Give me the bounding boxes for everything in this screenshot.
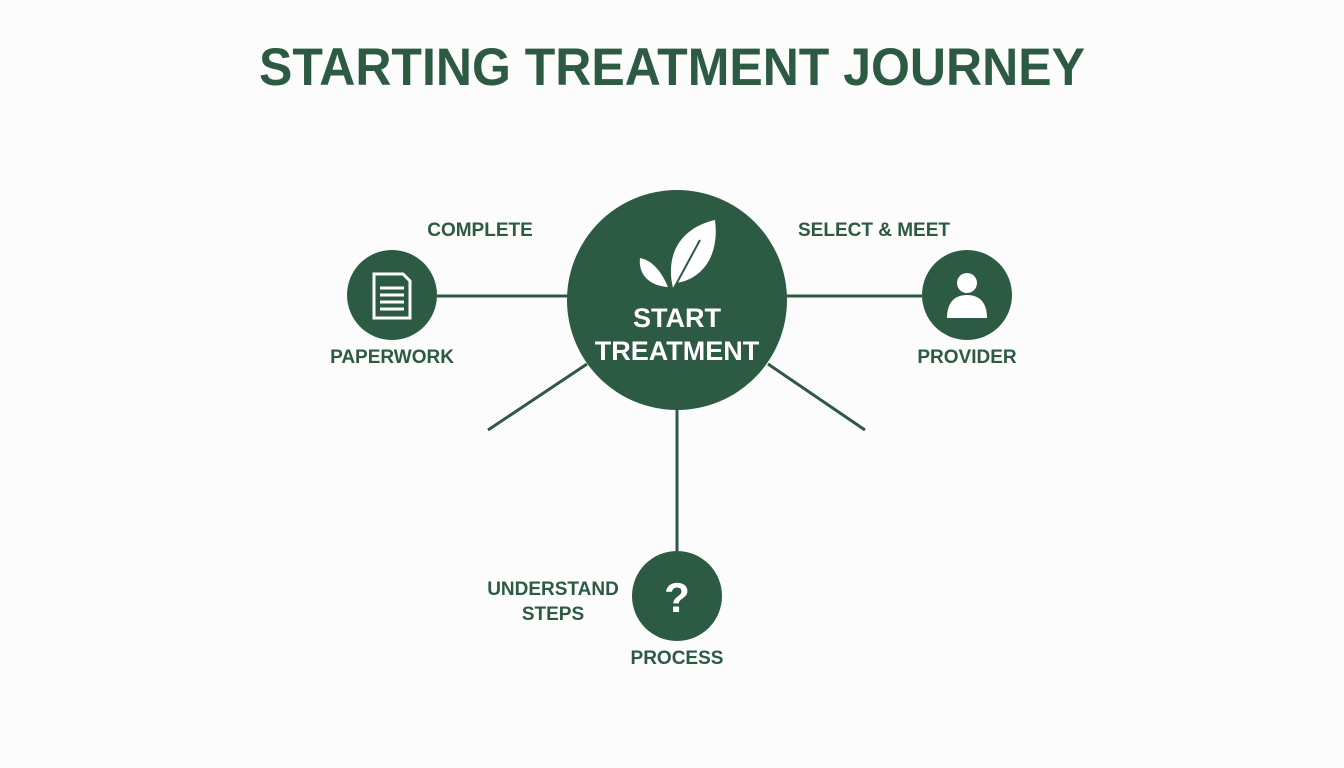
paperwork-top-label: COMPLETE xyxy=(427,220,533,241)
connector-left-diagonal xyxy=(487,362,588,432)
diagram-title: STARTING TREATMENT JOURNEY xyxy=(259,37,1085,97)
question-icon: ? xyxy=(664,574,690,621)
process-side-label-2: STEPS xyxy=(521,604,585,625)
document-icon xyxy=(372,272,412,320)
center-node xyxy=(567,190,787,410)
center-label: START TREATMENT xyxy=(577,302,777,368)
process-side-label-1: UNDERSTAND xyxy=(487,579,619,600)
person-icon xyxy=(947,273,987,318)
provider-top-label: SELECT & MEET xyxy=(797,220,951,241)
leaf-icon xyxy=(639,220,716,291)
center-label-line2: TREATMENT xyxy=(594,336,760,366)
process-node xyxy=(632,551,722,641)
connector-right-diagonal xyxy=(767,362,866,432)
process-bottom-label: PROCESS xyxy=(630,648,724,669)
paperwork-bottom-label: PAPERWORK xyxy=(330,347,454,368)
center-label-line1: START xyxy=(633,303,721,333)
provider-bottom-label: PROVIDER xyxy=(917,347,1017,368)
